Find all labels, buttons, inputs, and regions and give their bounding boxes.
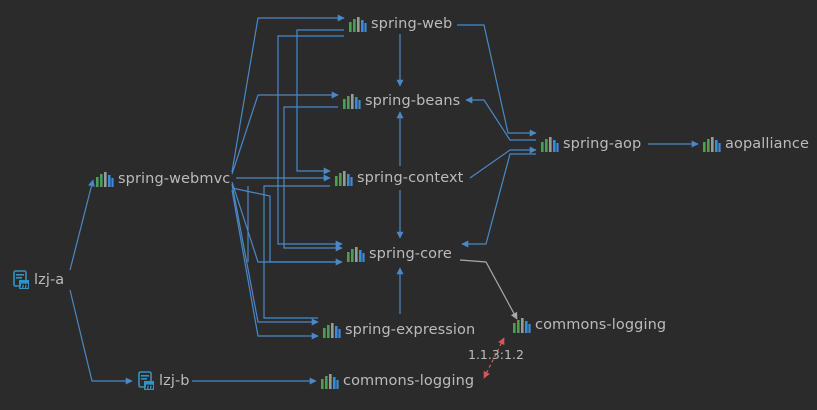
library-icon <box>335 171 353 186</box>
node-commons-logging-resolved[interactable]: commons-logging <box>512 314 666 336</box>
edge-webmvc-web <box>231 14 345 173</box>
library-icon <box>347 247 365 262</box>
node-spring-core[interactable]: spring-core <box>346 243 452 265</box>
node-label: spring-aop <box>563 136 642 152</box>
node-label: lzj-a <box>34 272 65 288</box>
edge-beans-core <box>283 106 343 252</box>
node-label: aopalliance <box>725 136 810 152</box>
library-icon <box>343 94 361 109</box>
edge-web-aop <box>457 24 537 137</box>
edge-webmvc-expression-a <box>231 183 319 326</box>
node-spring-web[interactable]: spring-web <box>348 13 452 35</box>
library-icon <box>96 172 114 187</box>
maven-module-icon: m <box>13 270 29 290</box>
node-spring-context[interactable]: spring-context <box>334 167 463 189</box>
edge-lzj-a-webmvc <box>69 179 95 271</box>
library-icon <box>541 137 559 152</box>
node-lzj-b[interactable]: m lzj-b <box>137 370 190 392</box>
edge-web-context <box>296 29 344 175</box>
node-label: spring-context <box>357 170 464 186</box>
node-spring-expression[interactable]: spring-expression <box>322 319 475 341</box>
node-label: spring-web <box>371 16 453 32</box>
version-conflict-label: 1.1.3:1.2 <box>468 347 524 362</box>
node-commons-logging-conflict[interactable]: commons-logging <box>320 370 474 392</box>
svg-text:m: m <box>20 281 28 290</box>
node-label: spring-core <box>369 246 452 262</box>
node-label: lzj-b <box>159 373 190 389</box>
edge-webmvc-expression-b <box>231 189 319 340</box>
node-spring-webmvc[interactable]: spring-webmvc <box>95 168 230 190</box>
edge-context-expression <box>263 185 330 319</box>
edge-aop-core <box>461 153 536 248</box>
edge-context-aop <box>469 146 537 179</box>
edge-version-conflict <box>483 337 505 379</box>
node-aopalliance[interactable]: aopalliance <box>702 133 809 155</box>
node-label: spring-beans <box>365 93 461 109</box>
library-icon <box>513 318 531 333</box>
node-label: commons-logging <box>343 373 475 389</box>
node-label: spring-expression <box>345 322 476 338</box>
node-lzj-a[interactable]: m lzj-a <box>12 269 64 291</box>
library-icon <box>703 137 721 152</box>
library-icon <box>349 17 367 32</box>
library-icon <box>321 374 339 389</box>
edge-aop-beans <box>465 96 536 141</box>
node-label: commons-logging <box>535 317 667 333</box>
svg-text:m: m <box>145 382 153 391</box>
maven-module-icon: m <box>138 371 154 391</box>
node-label: spring-webmvc <box>118 171 231 187</box>
node-spring-aop[interactable]: spring-aop <box>540 133 641 155</box>
edge-core-commons-logging <box>459 259 518 320</box>
edge-lzj-a-lzj-b <box>69 289 133 385</box>
edge-webmvc-beans <box>231 91 339 175</box>
edge-webmvc-core-b <box>231 187 342 263</box>
library-icon <box>323 323 341 338</box>
edge-web-core <box>277 35 344 248</box>
node-spring-beans[interactable]: spring-beans <box>342 90 460 112</box>
